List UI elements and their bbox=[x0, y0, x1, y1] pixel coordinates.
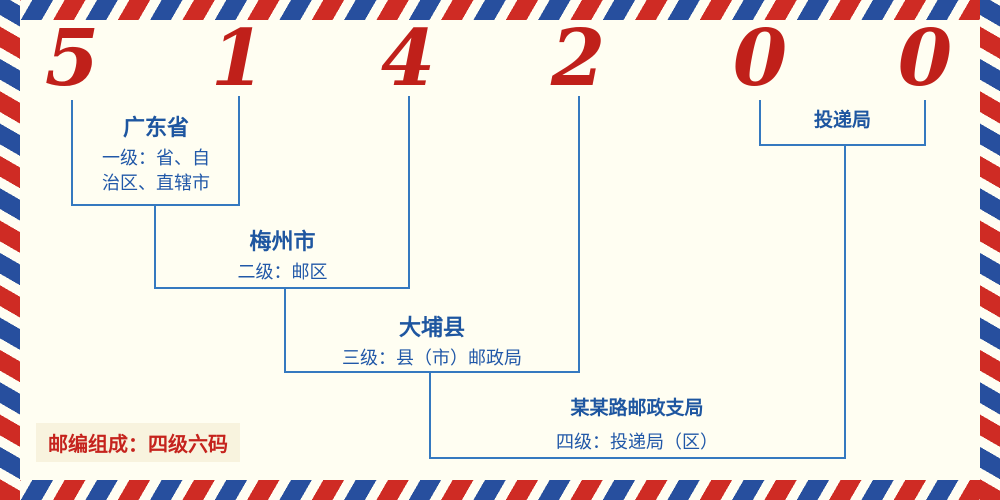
postal-digit-2: 1 bbox=[210, 13, 266, 104]
bracket-delivery-right-line bbox=[924, 100, 926, 146]
label-level1: 广东省 一级：省、自 治区、直辖市 bbox=[72, 110, 240, 196]
envelope-border-right bbox=[980, 0, 1000, 500]
label-level2-desc: 二级：邮区 bbox=[237, 262, 328, 283]
bracket-delivery-left-line bbox=[759, 100, 761, 146]
bracket-level4-bottom-line bbox=[429, 457, 846, 459]
bracket-level2-left-line bbox=[154, 204, 156, 289]
bracket-level2-bottom-line bbox=[154, 287, 410, 289]
label-level3: 大埔县 三级：县（市）邮政局 bbox=[284, 310, 580, 371]
bracket-level3-left-line bbox=[284, 287, 286, 373]
label-level4-title: 某某路邮政支局 bbox=[570, 397, 704, 419]
bracket-delivery-bottom-line bbox=[759, 144, 926, 146]
label-level2: 梅州市 二级：邮区 bbox=[155, 224, 410, 285]
postal-digit-6: 0 bbox=[897, 13, 953, 104]
envelope-border-left bbox=[0, 0, 20, 500]
bracket-level3-bottom-line bbox=[284, 371, 580, 373]
label-level3-title: 大埔县 bbox=[398, 316, 465, 341]
label-level1-desc-line2: 治区、直辖市 bbox=[102, 173, 210, 194]
postal-digit-5: 0 bbox=[732, 13, 788, 104]
label-level3-desc: 三级：县（市）邮政局 bbox=[342, 348, 522, 369]
postal-code-composition-note: 邮编组成：四级六码 bbox=[36, 423, 240, 462]
postal-digit-1: 5 bbox=[44, 13, 100, 104]
envelope-border-top bbox=[0, 0, 1000, 20]
label-level1-desc-line1: 一级：省、自 bbox=[102, 148, 210, 169]
bracket-level4-right-line bbox=[844, 145, 846, 459]
label-level4: 某某路邮政支局 四级：投递局（区） bbox=[429, 393, 845, 455]
bracket-level2-right-line bbox=[408, 96, 410, 289]
bracket-level1-left-line bbox=[71, 100, 73, 205]
bracket-level1-right-line bbox=[238, 96, 240, 206]
label-delivery-bureau: 投递局 bbox=[760, 105, 925, 136]
label-level4-desc: 四级：投递局（区） bbox=[556, 432, 718, 453]
label-delivery-bureau-title: 投递局 bbox=[813, 109, 871, 131]
bracket-level3-right-line bbox=[578, 96, 580, 373]
label-level2-title: 梅州市 bbox=[249, 230, 316, 255]
postal-digit-3: 4 bbox=[380, 13, 436, 104]
postal-digit-4: 2 bbox=[550, 13, 606, 104]
label-level1-title: 广东省 bbox=[122, 116, 189, 141]
envelope-border-bottom bbox=[0, 480, 1000, 500]
bracket-level4-left-line bbox=[429, 371, 431, 459]
